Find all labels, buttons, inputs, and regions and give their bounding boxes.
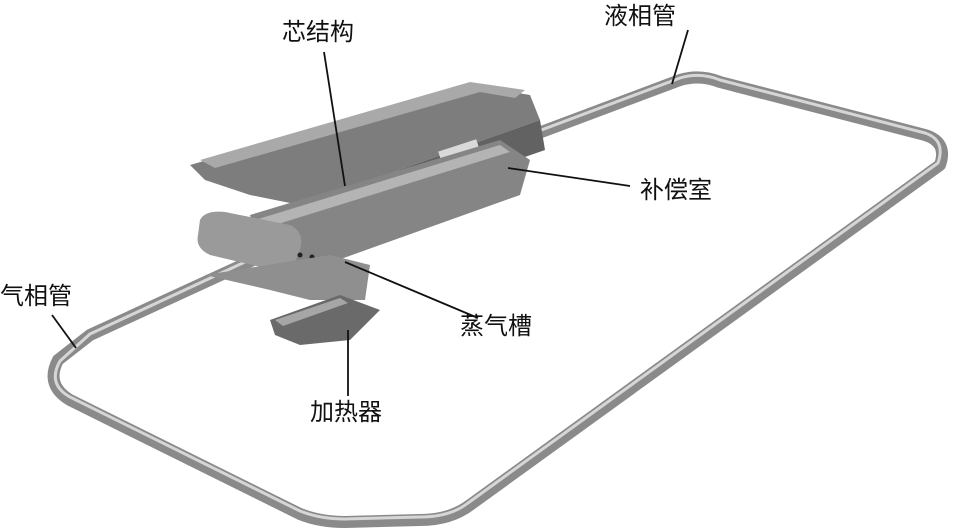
leader-wick — [323, 51, 346, 187]
label-compensation-chamber: 补偿室 — [640, 176, 712, 204]
leader-vapor-line — [51, 314, 77, 349]
loop-tube — [47, 71, 949, 528]
evaporator-assembly — [190, 82, 545, 345]
leader-vapor-groove — [344, 261, 479, 319]
label-heater: 加热器 — [310, 398, 382, 426]
leader-liquid-line — [671, 29, 689, 85]
label-liquid-line: 液相管 — [604, 2, 676, 30]
label-vapor-line: 气相管 — [0, 282, 72, 310]
leader-compensation-chamber — [507, 167, 631, 187]
label-vapor-groove: 蒸气槽 — [460, 312, 532, 340]
label-wick: 芯结构 — [282, 18, 354, 46]
leader-lines — [51, 29, 689, 396]
